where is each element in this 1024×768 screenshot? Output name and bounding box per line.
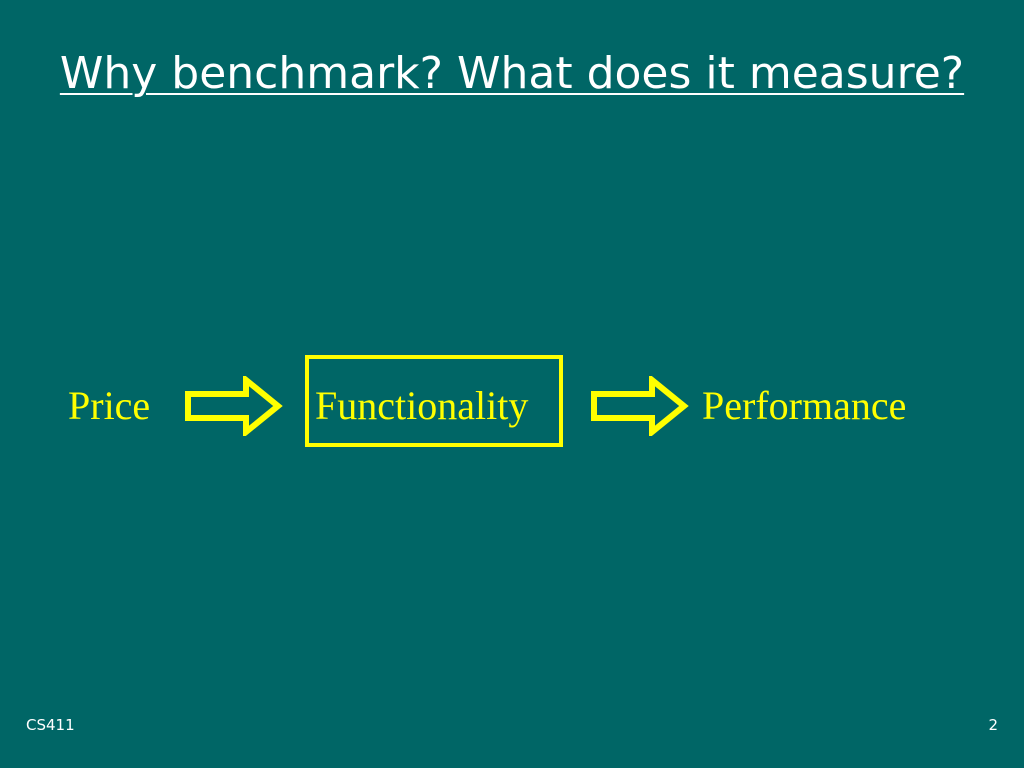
page-number: 2	[988, 716, 998, 734]
right-arrow-icon	[185, 376, 283, 436]
flow-item-performance: Performance	[702, 383, 907, 428]
flow-item-functionality: Functionality	[315, 383, 529, 428]
slide-title: Why benchmark? What does it measure?	[59, 48, 965, 99]
right-arrow-icon	[591, 376, 689, 436]
footer-course-label: CS411	[26, 716, 75, 734]
highlight-box	[305, 355, 563, 447]
flow-item-price: Price	[68, 383, 151, 428]
